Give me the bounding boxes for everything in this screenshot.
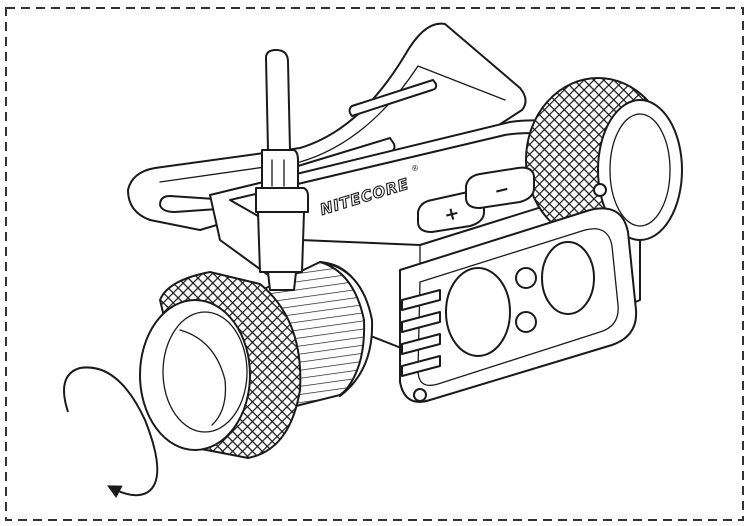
minus-button[interactable]: − — [465, 166, 535, 209]
battery-tube-opening — [139, 299, 251, 451]
dashed-frame — [5, 7, 744, 521]
spot-lens — [541, 241, 595, 315]
front-knurled-ring — [139, 270, 302, 460]
led-top — [515, 267, 537, 289]
main-lens — [445, 267, 511, 357]
usb-c-cable — [254, 49, 309, 291]
counterclockwise-arrow-icon — [63, 366, 159, 499]
plus-button-symbol: + — [442, 202, 462, 226]
minus-button-symbol: − — [492, 178, 512, 202]
rear-knurled-cap — [525, 77, 683, 243]
led-bottom — [515, 311, 537, 333]
front-lens-panel — [399, 183, 638, 403]
registered-mark: ® — [410, 163, 420, 174]
